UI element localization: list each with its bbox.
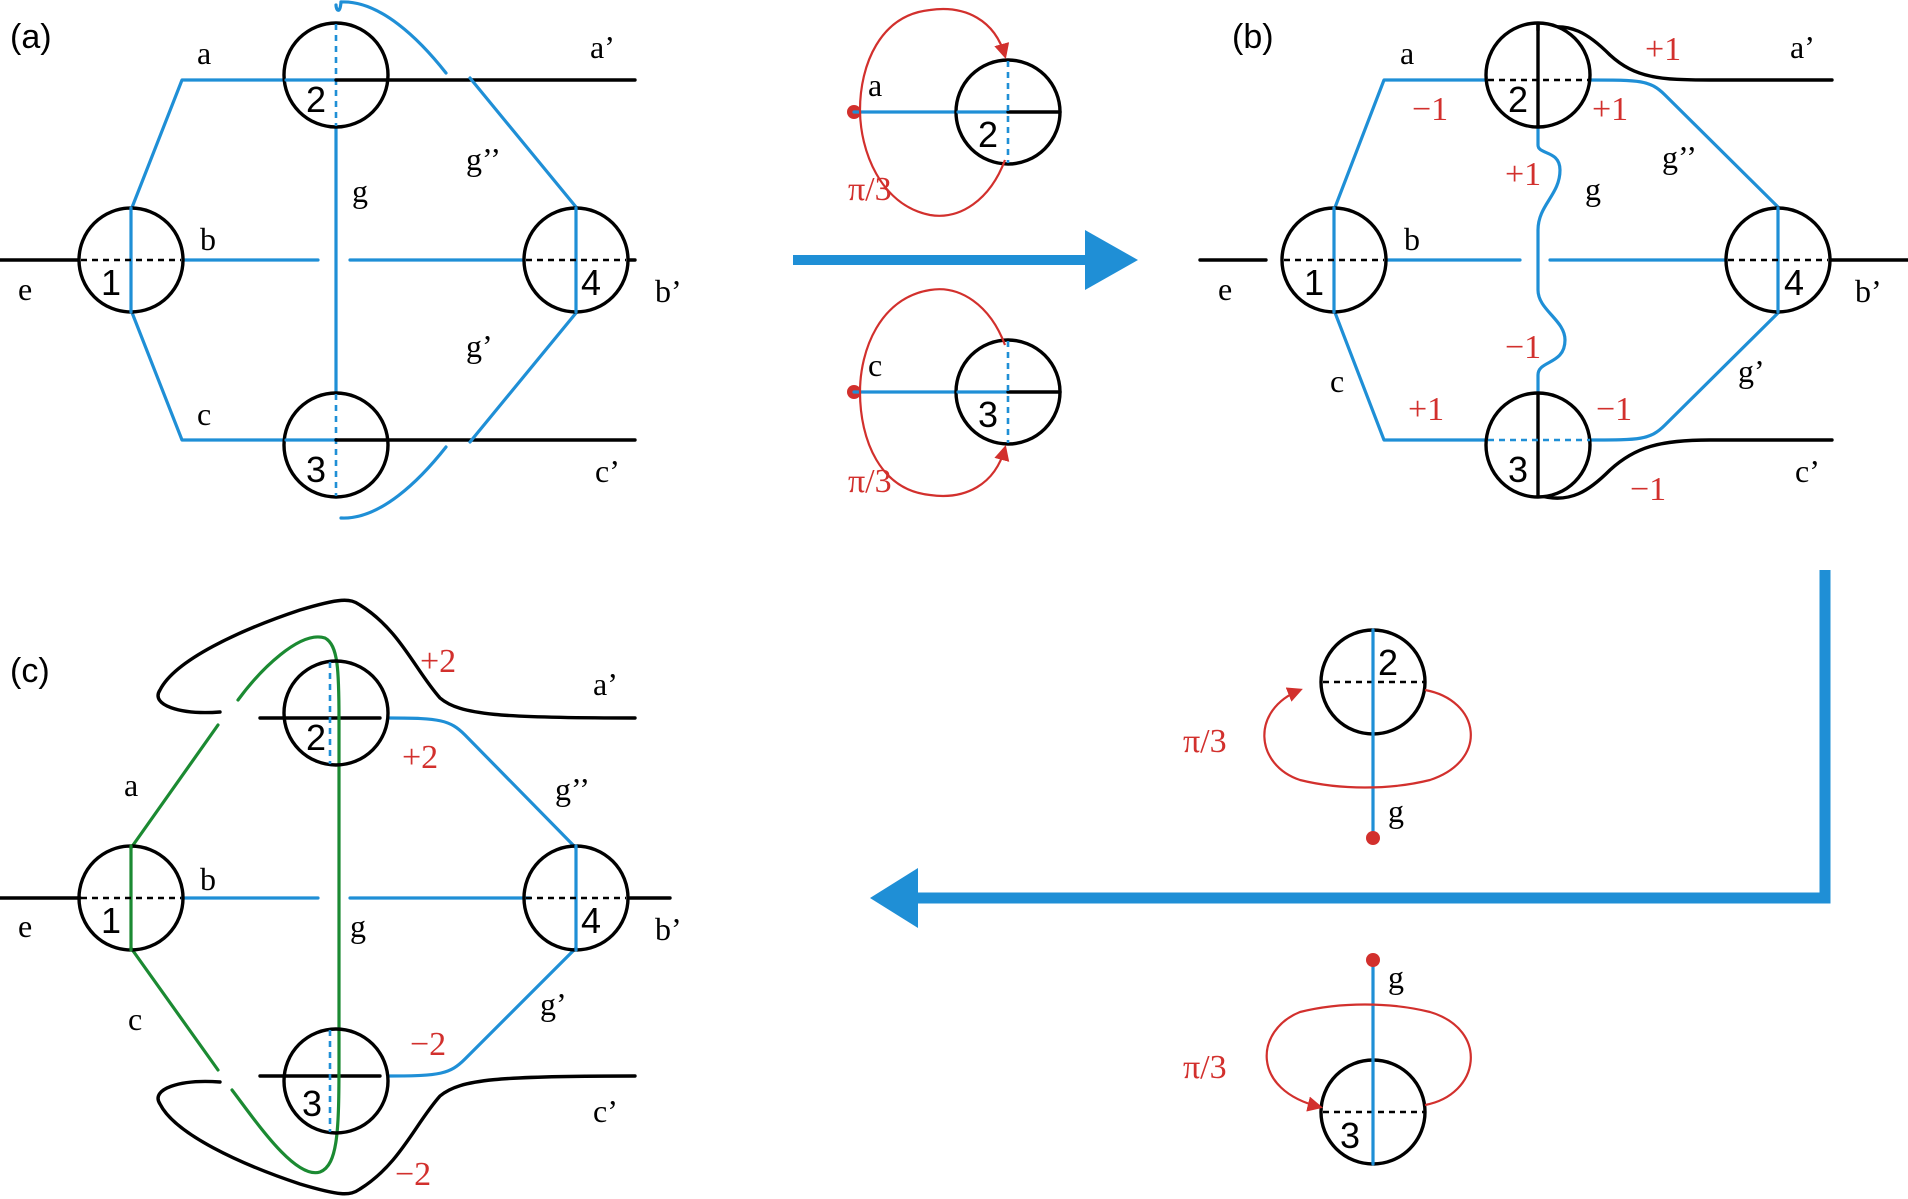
panel-c-label: (c) xyxy=(10,652,50,690)
rot-angle-label-4: π/3 xyxy=(1183,1049,1227,1086)
twist-label: −1 xyxy=(1630,471,1666,508)
rot-edge-g-label-1: g xyxy=(1388,793,1404,829)
right-arrow-icon xyxy=(793,230,1138,290)
edge-b-label: b xyxy=(200,221,216,257)
edge-e-label: e xyxy=(18,271,32,307)
b-edge-g-prime-label: g’ xyxy=(1738,353,1765,389)
c-edge-a-label: a xyxy=(124,767,138,803)
b-edge-a-label: a xyxy=(1400,35,1414,71)
twist-label: +2 xyxy=(402,739,438,776)
twist-label: −1 xyxy=(1412,91,1448,128)
panel-a-label: (a) xyxy=(10,18,52,56)
c-edge-e-label: e xyxy=(18,908,32,944)
node-2-label: 2 xyxy=(306,79,326,120)
b-node-2-label: 2 xyxy=(1508,79,1528,120)
rotation-arrow-icon xyxy=(858,288,1010,497)
b-edge-c-prime-label: c’ xyxy=(1795,453,1820,489)
c-node-3-label: 3 xyxy=(302,1083,322,1124)
b-edge-g-label: g xyxy=(1585,171,1601,207)
c-node-2-label: 2 xyxy=(306,717,326,758)
corner-arrow-icon xyxy=(870,570,1831,928)
rot-node-2b-label: 2 xyxy=(1378,642,1398,683)
edge-c-prime-label: c’ xyxy=(595,453,620,489)
b-edge-c-label: c xyxy=(1330,363,1344,399)
rotation-arrow-icon xyxy=(1265,1003,1472,1112)
node-3-label: 3 xyxy=(306,449,326,490)
rot-node-3-label: 3 xyxy=(978,394,998,435)
b-edge-g-dprime-label: g’’ xyxy=(1662,139,1697,175)
edge-c-label: c xyxy=(197,396,211,432)
rotation-c-to-3: c 3 π/3 xyxy=(847,288,1062,500)
node-2-circle xyxy=(282,21,390,129)
twist-label: −2 xyxy=(410,1026,446,1063)
c-edge-g-dprime-label: g’’ xyxy=(555,771,590,807)
twist-label: +2 xyxy=(420,643,456,680)
rotation-g-around-2: 2 g π/3 xyxy=(1183,628,1472,845)
rot-angle-label-2: π/3 xyxy=(848,463,892,500)
twist-label: −1 xyxy=(1505,329,1541,366)
b-edge-b-label: b xyxy=(1404,221,1420,257)
c-edge-b-prime-label: b’ xyxy=(655,911,682,947)
b-edge-b-prime-label: b’ xyxy=(1855,273,1882,309)
b-edge-a-prime-label: a’ xyxy=(1790,29,1815,65)
edge-g-prime-label: g’ xyxy=(466,328,493,364)
c-edge-a-prime-label: a’ xyxy=(593,666,618,702)
edge-g-label: g xyxy=(352,173,368,209)
c-edge-g-label: g xyxy=(350,908,366,944)
c-edge-c-prime-label: c’ xyxy=(593,1093,618,1129)
rot-edge-a-label: a xyxy=(868,67,882,103)
c-edge-g-prime-label: g’ xyxy=(540,986,567,1022)
b-node-1-label: 1 xyxy=(1304,262,1324,303)
b-edge-e-label: e xyxy=(1218,271,1232,307)
panel-c: (c) 1 2 3 4 a xyxy=(0,598,682,1196)
rotation-g-around-3: 3 g π/3 xyxy=(1183,953,1472,1166)
edge-b-prime-label: b’ xyxy=(655,273,682,309)
edge-a-prime-label: a’ xyxy=(590,29,615,65)
c-edge-c-label: c xyxy=(128,1001,142,1037)
c-node-1-label: 1 xyxy=(101,900,121,941)
rotation-a-to-2: a 2 π/3 xyxy=(847,8,1062,217)
b-node-4-label: 4 xyxy=(1784,262,1804,303)
rot-node-2-label: 2 xyxy=(978,114,998,155)
twist-label: −1 xyxy=(1596,391,1632,428)
twist-label: +1 xyxy=(1505,156,1541,193)
panel-b-label: (b) xyxy=(1232,18,1274,56)
c-node-4-label: 4 xyxy=(581,900,601,941)
twist-label: −2 xyxy=(395,1156,431,1193)
panel-b: (b) 1 2 3 4 a xyxy=(1198,18,1908,508)
twist-label: +1 xyxy=(1592,91,1628,128)
rot-edge-g-label-2: g xyxy=(1388,959,1404,995)
twist-label: +1 xyxy=(1645,31,1681,68)
b-node-3-label: 3 xyxy=(1508,449,1528,490)
node-1-label: 1 xyxy=(101,262,121,303)
rot-angle-label-1: π/3 xyxy=(848,171,892,208)
c-edge-b-label: b xyxy=(200,861,216,897)
twist-label: +1 xyxy=(1408,391,1444,428)
rotation-arrow-icon xyxy=(858,8,1010,217)
rotation-arrow-icon xyxy=(1263,687,1472,789)
rot-node-3b-label: 3 xyxy=(1340,1115,1360,1156)
panel-a: (a) 1 2 xyxy=(0,0,682,520)
node-4-label: 4 xyxy=(581,262,601,303)
edge-a-label: a xyxy=(197,35,211,71)
rot-angle-label-3: π/3 xyxy=(1183,723,1227,760)
rot-edge-c-label: c xyxy=(868,347,882,383)
node-3-circle xyxy=(282,391,390,499)
edge-g-dprime-label: g’’ xyxy=(466,141,501,177)
